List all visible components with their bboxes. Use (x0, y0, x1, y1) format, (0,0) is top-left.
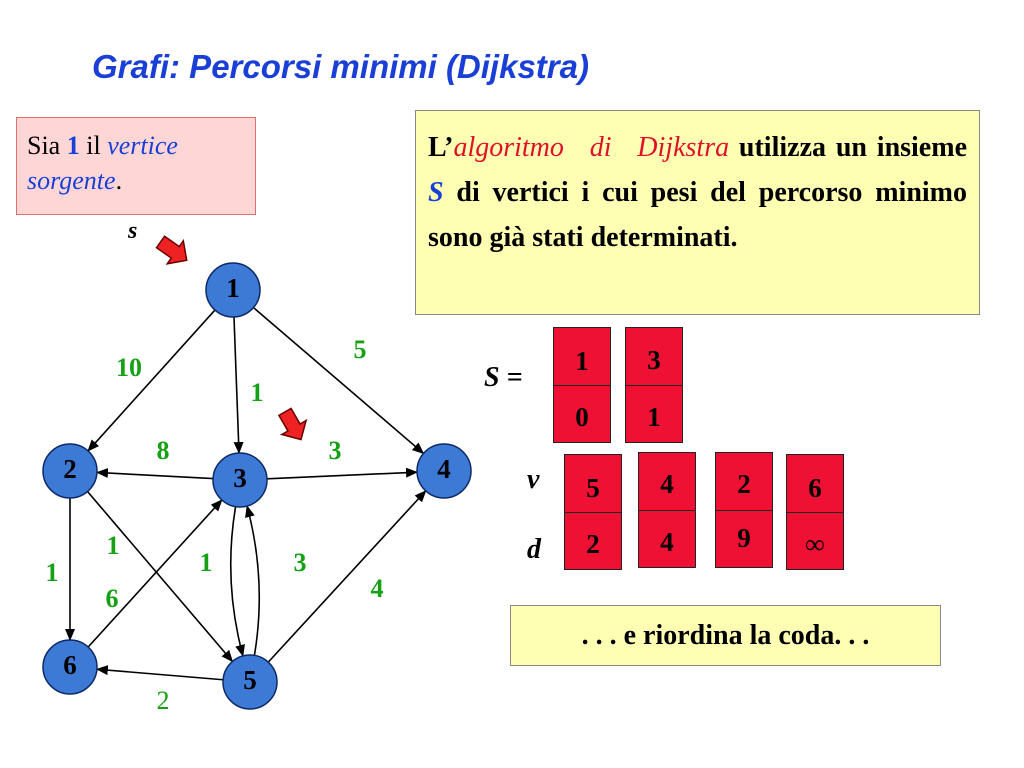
node-5: 5 (222, 654, 278, 710)
current-vertex-pointer-arrow-icon (277, 407, 308, 441)
edge-weight-3-4: 3 (329, 436, 342, 465)
edge-3-2 (95, 468, 214, 480)
queue-cell-5: 5 2 (564, 454, 622, 570)
node-circle-2 (42, 443, 98, 499)
slide-title: Grafi: Percorsi minimi (Dijkstra) (92, 48, 589, 85)
edge-1-2 (87, 309, 216, 452)
source-italic-vertice: vertice (107, 131, 178, 160)
cell-divider (716, 510, 772, 511)
source-pointer-arrow-icon (155, 235, 188, 265)
definition-text-1: L’ (428, 132, 454, 163)
edge-1-3 (233, 316, 244, 455)
node-3: 3 (212, 452, 268, 508)
node-circle-1 (205, 262, 261, 318)
cell-divider (639, 510, 695, 511)
queue-cell-vertex: 5 (586, 473, 600, 503)
definition-text-3: di vertici i cui pesi del percorso minim… (428, 177, 967, 253)
edge-3-5 (229, 506, 245, 657)
set-s-cell-distance: 1 (647, 402, 661, 432)
queue-d-label: d (527, 534, 541, 565)
node-6: 6 (42, 639, 98, 695)
queue-cell-2: 2 9 (715, 452, 773, 568)
node-circle-3 (212, 452, 268, 508)
edge-weight-1-4: 5 (354, 335, 367, 364)
node-1: 1 (205, 262, 261, 318)
reorder-queue-note: . . . e riordina la coda. . . (510, 605, 941, 666)
node-circle-6 (42, 639, 98, 695)
edge-5-3 (245, 505, 261, 656)
queue-cell-vertex: 4 (660, 469, 674, 499)
edge-weight-3-5: 1 (200, 548, 213, 577)
source-text-1: Sia (27, 131, 67, 160)
edge-weight-1-3: 1 (251, 378, 264, 407)
queue-cell-vertex: 2 (737, 469, 751, 499)
set-s-cell-distance: 0 (575, 402, 589, 432)
set-s-cell-1: 1 0 (553, 327, 611, 443)
queue-cell-6: 6 ∞ (786, 454, 844, 570)
edge-3-4 (266, 467, 419, 480)
edge-weight-5-3: 3 (294, 548, 307, 577)
node-label-4: 4 (437, 454, 451, 484)
node-label-6: 6 (63, 650, 77, 680)
node-label-5: 5 (243, 665, 257, 695)
edge-weight-1-2: 10 (116, 353, 142, 382)
edge-weight-2-6: 1 (46, 558, 59, 587)
node-2: 2 (42, 443, 98, 499)
cell-divider (787, 512, 843, 513)
node-label-1: 1 (226, 273, 240, 303)
node-circle-4 (416, 443, 472, 499)
source-label-s: s (128, 218, 138, 244)
edge-5-6 (95, 665, 224, 681)
edge-weight-5-4: 4 (371, 574, 384, 603)
definition-set-name: S (428, 177, 444, 208)
source-vertex-number: 1 (66, 131, 80, 160)
edge-weight-6-3: 6 (106, 584, 119, 613)
queue-cell-distance: 2 (586, 529, 600, 559)
cell-divider (565, 512, 621, 513)
queue-cell-distance: 4 (660, 527, 674, 557)
definition-box: L’algoritmo di Dijkstra utilizza un insi… (415, 110, 980, 315)
queue-cell-distance: 9 (737, 523, 751, 553)
set-s-cell-3: 3 1 (625, 327, 683, 443)
queue-cell-distance: ∞ (805, 529, 825, 559)
queue-v-label: v (527, 464, 540, 495)
set-s-cell-vertex: 1 (575, 346, 589, 376)
queue-cell-vertex: 6 (808, 473, 822, 503)
edge-6-3 (87, 499, 223, 648)
node-label-2: 2 (63, 454, 77, 484)
source-italic-sorgente: sorgente (27, 166, 116, 195)
node-4: 4 (416, 443, 472, 499)
queue-cell-4: 4 4 (638, 452, 696, 568)
source-text-2: il (79, 131, 108, 160)
edge-weight-2-5: 1 (107, 531, 120, 560)
node-circle-5 (222, 654, 278, 710)
edge-5-4 (267, 490, 427, 663)
set-s-label: S = (484, 362, 523, 393)
cell-divider (554, 385, 610, 386)
source-vertex-box: Sia 1 il vertice sorgente. (16, 117, 256, 215)
cell-divider (626, 385, 682, 386)
source-text-end: . (115, 166, 123, 195)
edge-weight-3-2: 8 (157, 436, 170, 465)
edge-weight-5-6: 2 (157, 686, 170, 715)
edge-2-5 (86, 491, 234, 663)
definition-algorithm-name: algoritmo di Dijkstra (453, 132, 730, 163)
definition-text-2: utilizza un insieme (729, 132, 967, 163)
edge-1-4 (252, 306, 425, 455)
set-s-cell-vertex: 3 (647, 345, 661, 375)
node-label-3: 3 (233, 463, 247, 493)
